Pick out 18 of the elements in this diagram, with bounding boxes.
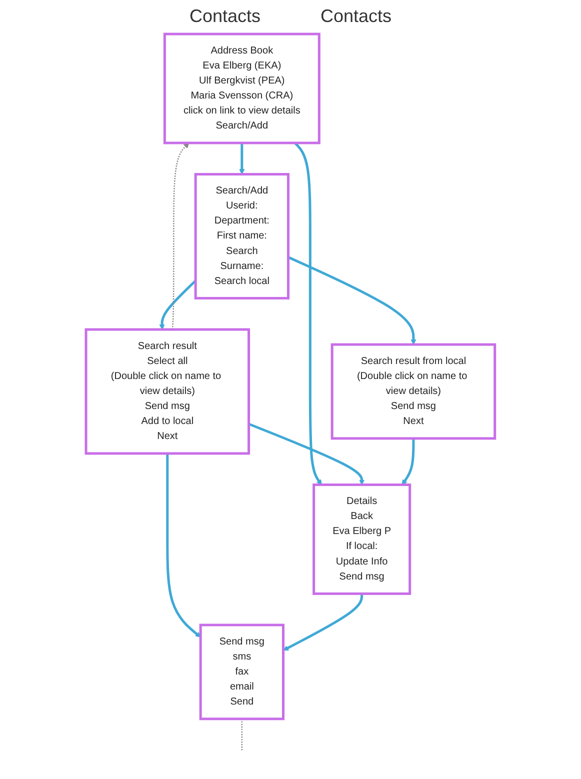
arrow: [172, 142, 190, 330]
node-box: Address Book Eva Elberg (EKA) Ulf Bergkvist (PEA) Maria Svensson (CRA) click on link to view details Search/Add: [163, 32, 320, 144]
arrow: [294, 142, 322, 486]
arrow: [288, 256, 416, 345]
connector: [241, 718, 243, 750]
arrow: [159, 280, 196, 330]
node-box: Details Back Eva Elberg P If local: Update Info Send msg: [312, 484, 412, 595]
node-box: Search result Select all (Double click on name to view details) Send msg Add to local Next: [84, 328, 250, 455]
heading-label: Contacts: [189, 6, 260, 27]
arrow: [402, 438, 415, 486]
node-box: Search result from local (Double click on name to view details) Send msg Next: [330, 343, 496, 440]
arrow: [283, 594, 364, 651]
node-box: Search/Add Userid: Department: First name: Search Surname: Search local: [194, 173, 290, 300]
heading-label: Contacts: [320, 6, 392, 27]
arrow: [248, 422, 365, 486]
arrow: [239, 142, 245, 174]
arrow: [166, 453, 201, 638]
node-box: Send msg sms fax email Send: [199, 624, 285, 720]
